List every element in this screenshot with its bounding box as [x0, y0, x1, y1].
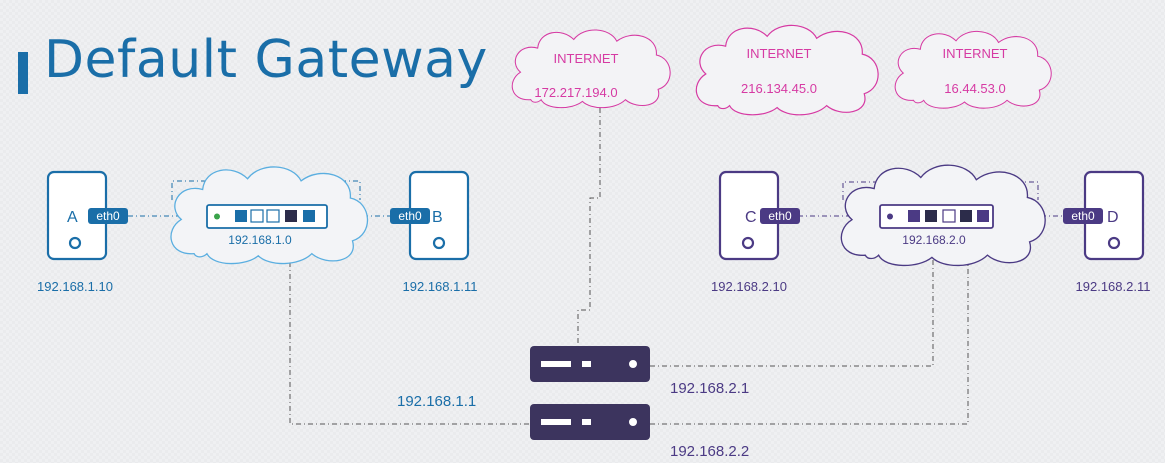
- title-accent-bar: [18, 52, 28, 94]
- switch-port: [908, 210, 920, 222]
- router-slot: [582, 419, 591, 425]
- host-id: D: [1107, 209, 1119, 226]
- nic-badge: [390, 208, 430, 224]
- internet-cloud-ip: 216.134.45.0: [741, 81, 817, 96]
- nic-label: eth0: [96, 209, 120, 223]
- link-internet-router1: [577, 96, 601, 346]
- switch-port: [925, 210, 937, 222]
- page-title: Default Gateway: [44, 30, 488, 90]
- router-slot: [582, 361, 591, 367]
- internet-cloud-label: INTERNET: [747, 46, 812, 61]
- router-led-icon: [629, 360, 637, 368]
- router-slot: [541, 419, 571, 425]
- host-a: A eth0 192.168.1.10: [37, 170, 128, 294]
- router-slot: [541, 361, 571, 367]
- nic-label: eth0: [398, 209, 422, 223]
- switch2-inner-left: [842, 181, 916, 208]
- nic-label: eth0: [768, 209, 792, 223]
- internet-cloud-2: INTERNET 216.134.45.0: [695, 24, 879, 116]
- host-d: D eth0 192.168.2.11: [1063, 170, 1151, 294]
- gateway-ip-label: 192.168.1.1: [397, 393, 476, 410]
- internet-cloud-ip: 16.44.53.0: [944, 81, 1005, 96]
- host-id: B: [432, 209, 443, 226]
- switch-port: [250, 209, 264, 223]
- power-icon: [432, 236, 446, 250]
- switch-port: [303, 210, 315, 222]
- switch-1: 192.168.1.0: [206, 204, 328, 247]
- switch-port: [285, 210, 297, 222]
- host-c: C eth0 192.168.2.10: [711, 170, 800, 294]
- switch-port: [266, 209, 280, 223]
- nic-badge: [760, 208, 800, 224]
- router-2: 192.168.2.2: [530, 404, 749, 460]
- power-icon: [1107, 236, 1121, 250]
- internet-cloud-3: INTERNET 16.44.53.0: [894, 30, 1052, 109]
- host-ip: 192.168.1.11: [403, 279, 478, 294]
- status-led-icon: [887, 213, 893, 220]
- nic-badge: [1063, 208, 1103, 224]
- nic-badge: [88, 208, 128, 224]
- router-ip: 192.168.2.2: [670, 443, 749, 460]
- host-id: A: [67, 209, 78, 226]
- host-ip: 192.168.2.11: [1076, 279, 1151, 294]
- host-ip: 192.168.1.10: [37, 279, 113, 294]
- network-label: 192.168.2.0: [902, 233, 966, 247]
- host-ip: 192.168.2.10: [711, 279, 787, 294]
- internet-cloud-label: INTERNET: [943, 46, 1008, 61]
- switch-port: [235, 210, 247, 222]
- status-led-icon: [214, 213, 220, 220]
- switch-port: [960, 210, 972, 222]
- host-id: C: [745, 209, 757, 226]
- switch-port: [942, 209, 956, 223]
- nic-label: eth0: [1071, 209, 1095, 223]
- internet-cloud-label: INTERNET: [554, 51, 619, 66]
- host-b: B eth0 192.168.1.11: [390, 170, 478, 294]
- router-1: 192.168.2.1: [530, 346, 749, 397]
- router-ip: 192.168.2.1: [670, 380, 749, 397]
- switch-2: 192.168.2.0: [879, 204, 994, 247]
- power-icon: [741, 236, 755, 250]
- link-router1-switch2-a: [650, 238, 934, 367]
- internet-cloud-ip: 172.217.194.0: [534, 85, 617, 100]
- link-switch1-router2: [289, 238, 530, 425]
- internet-cloud-1: INTERNET 172.217.194.0: [511, 29, 671, 109]
- router-led-icon: [629, 418, 637, 426]
- network-label: 192.168.1.0: [228, 233, 292, 247]
- power-icon: [68, 236, 82, 250]
- switch-port: [977, 210, 989, 222]
